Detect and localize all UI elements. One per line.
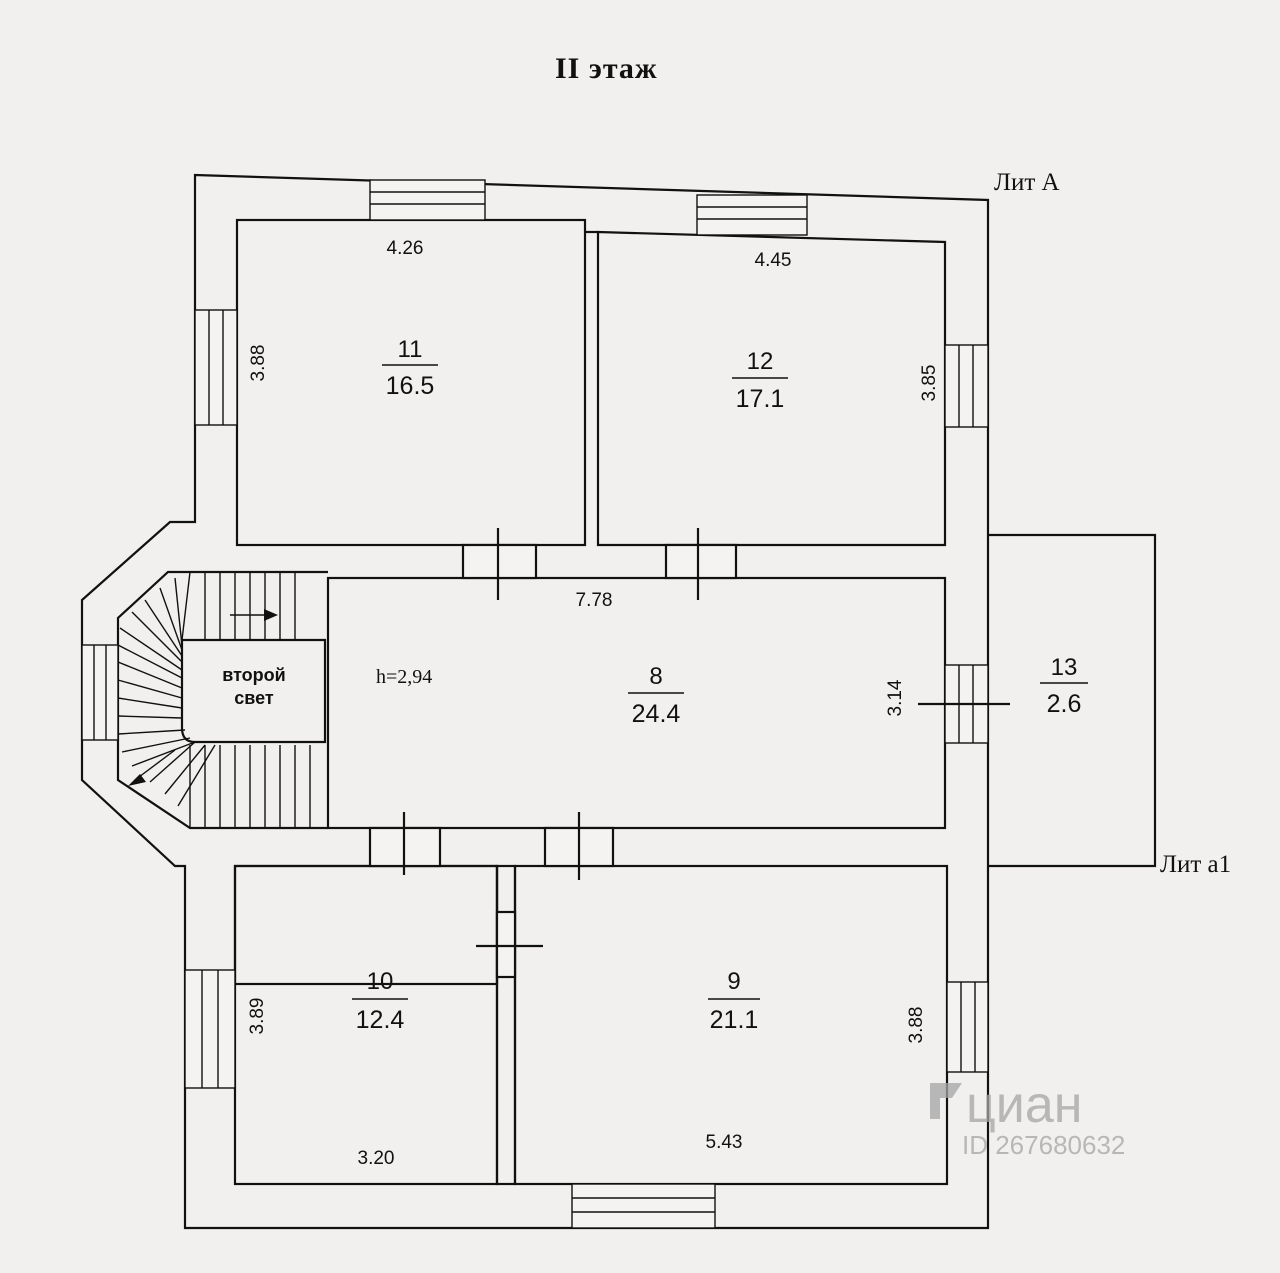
watermark-id: ID 267680632 bbox=[962, 1130, 1125, 1160]
dim-room-9-height: 3.88 bbox=[906, 1007, 927, 1044]
room-10-label: 10 12.4 bbox=[352, 968, 408, 1034]
door-room-10 bbox=[368, 812, 442, 875]
dim-room-11-height: 3.88 bbox=[248, 345, 269, 382]
stair-arrow-icon bbox=[128, 609, 278, 786]
door-partition bbox=[476, 910, 543, 979]
annex-wall bbox=[988, 533, 1157, 868]
svg-text:8: 8 bbox=[649, 663, 662, 690]
dim-room-12-width: 4.45 bbox=[755, 250, 792, 271]
outer-wall bbox=[80, 173, 990, 1230]
dim-room-8-width: 7.78 bbox=[576, 590, 613, 611]
stair-treads-top bbox=[119, 571, 296, 671]
svg-text:12.4: 12.4 bbox=[356, 1006, 405, 1034]
room-13-label: 13 2.6 bbox=[1040, 654, 1088, 718]
second-light-label-line2: свет bbox=[234, 688, 274, 708]
room-12-label: 12 17.1 bbox=[732, 348, 788, 413]
second-light-box bbox=[180, 638, 327, 744]
window-room-11 bbox=[194, 309, 238, 426]
dim-room-10-width: 3.20 bbox=[358, 1148, 395, 1169]
svg-text:12: 12 bbox=[747, 348, 774, 375]
svg-text:2.6: 2.6 bbox=[1047, 690, 1082, 718]
stair-outline bbox=[116, 570, 328, 830]
ceiling-height-label: h=2,94 bbox=[376, 666, 432, 688]
svg-text:17.1: 17.1 bbox=[736, 385, 785, 413]
svg-text:16.5: 16.5 bbox=[386, 372, 435, 400]
floor-title: II этаж bbox=[555, 52, 658, 85]
window-top-right bbox=[696, 194, 808, 236]
watermark-brand: циан bbox=[966, 1076, 1082, 1134]
window-room-12 bbox=[944, 344, 989, 428]
window-room-9 bbox=[946, 981, 989, 1073]
door-room-12 bbox=[664, 528, 738, 600]
svg-text:13: 13 bbox=[1051, 654, 1078, 681]
room-8-label: 8 24.4 bbox=[628, 663, 684, 728]
svg-text:21.1: 21.1 bbox=[710, 1006, 759, 1034]
lit-a-label: Лит А bbox=[994, 169, 1060, 196]
window-stair bbox=[81, 644, 119, 741]
watermark: циан ID 267680632 bbox=[930, 1076, 1125, 1160]
cian-logo-icon bbox=[930, 1083, 962, 1119]
room-12-outline bbox=[596, 230, 947, 547]
svg-text:24.4: 24.4 bbox=[632, 700, 681, 728]
svg-text:11: 11 bbox=[398, 336, 423, 363]
svg-text:9: 9 bbox=[727, 968, 740, 995]
door-room-9 bbox=[543, 812, 615, 880]
svg-text:10: 10 bbox=[367, 968, 394, 995]
room-10-outline bbox=[233, 864, 499, 986]
room-11-label: 11 16.5 bbox=[382, 336, 438, 400]
dim-room-9-width: 5.43 bbox=[706, 1132, 743, 1153]
stair-treads-bottom bbox=[149, 741, 311, 828]
dim-room-10-height: 3.89 bbox=[247, 998, 268, 1035]
room-9-label: 9 21.1 bbox=[708, 968, 760, 1034]
window-bottom bbox=[571, 1183, 716, 1229]
lit-a1-label: Лит а1 bbox=[1160, 851, 1231, 878]
door-room-11 bbox=[461, 528, 538, 600]
dim-room-11-width: 4.26 bbox=[387, 238, 424, 259]
second-light-label-line1: второй bbox=[222, 665, 285, 685]
dim-room-12-height: 3.85 bbox=[919, 365, 940, 402]
dim-room-8-height: 3.14 bbox=[885, 679, 906, 716]
window-top-left bbox=[369, 179, 486, 221]
window-room-10 bbox=[184, 969, 236, 1089]
stair-treads-left bbox=[117, 644, 196, 767]
